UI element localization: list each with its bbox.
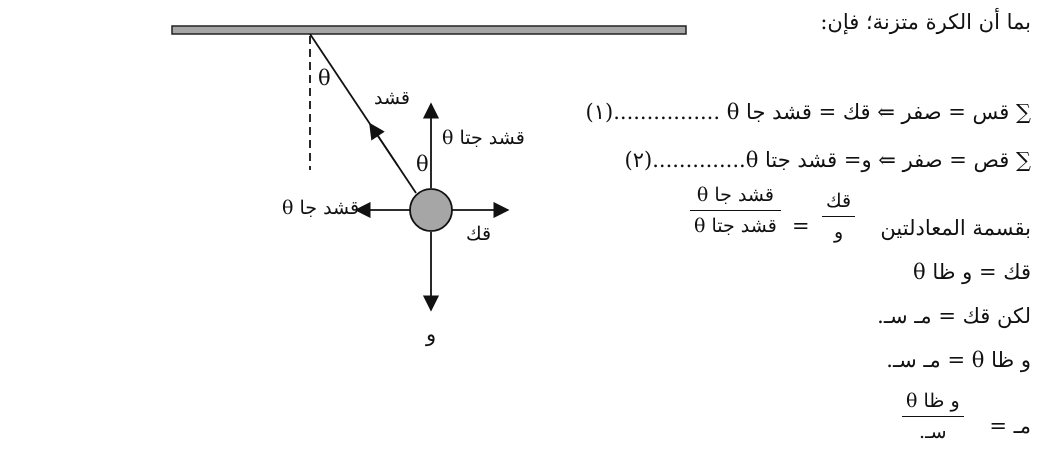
weight-label: و bbox=[426, 322, 437, 346]
fraction-force-over-weight: قك و bbox=[822, 188, 856, 245]
vertical-component-label: قشد جتا θ bbox=[442, 127, 525, 149]
angle-label-ball: θ bbox=[416, 152, 429, 176]
equation-1: ∑ قس = صفر ⇐ قك = قشد جا θ .............… bbox=[585, 100, 1031, 124]
result-line-3: و ظا θ = مـ سـ. bbox=[886, 348, 1031, 372]
fraction-left-bar bbox=[822, 216, 856, 217]
fraction-left-denominator: و bbox=[833, 221, 844, 243]
string-line bbox=[309, 33, 417, 194]
tension-arrow bbox=[369, 122, 399, 167]
intro-text: بما أن الكرة متزنة؛ فإن: bbox=[820, 10, 1031, 34]
final-denominator: سـ. bbox=[919, 421, 947, 443]
fraction-right-bar bbox=[690, 210, 781, 211]
final-fraction: و ظا θ سـ. bbox=[902, 388, 964, 445]
tension-label: قشد bbox=[374, 87, 411, 109]
charged-ball bbox=[409, 188, 453, 232]
equation-2: ∑ قص = صفر ⇐ و= قشد جتا θ..............(… bbox=[624, 148, 1031, 172]
horizontal-component-label: قشد جا θ bbox=[282, 197, 360, 219]
result-line-1: قك = و ظا θ bbox=[913, 260, 1031, 284]
final-lhs: مـ = bbox=[989, 414, 1031, 438]
fraction-right-numerator: قشد جا θ bbox=[696, 184, 774, 206]
final-numerator: و ظا θ bbox=[906, 390, 960, 412]
fraction-right-denominator: قشد جتا θ bbox=[694, 215, 777, 237]
result-line-2: لكن قك = مـ سـ. bbox=[877, 304, 1031, 328]
electric-force-label: قك bbox=[466, 223, 492, 245]
ceiling-beam bbox=[171, 25, 687, 35]
fraction-tension-components: قشد جا θ قشد جتا θ bbox=[690, 182, 781, 239]
angle-label-top: θ bbox=[318, 66, 331, 90]
divide-label: بقسمة المعادلتين bbox=[880, 216, 1031, 240]
equals-sign: = bbox=[792, 214, 810, 238]
fraction-left-numerator: قك bbox=[826, 190, 852, 212]
final-bar bbox=[902, 416, 964, 417]
